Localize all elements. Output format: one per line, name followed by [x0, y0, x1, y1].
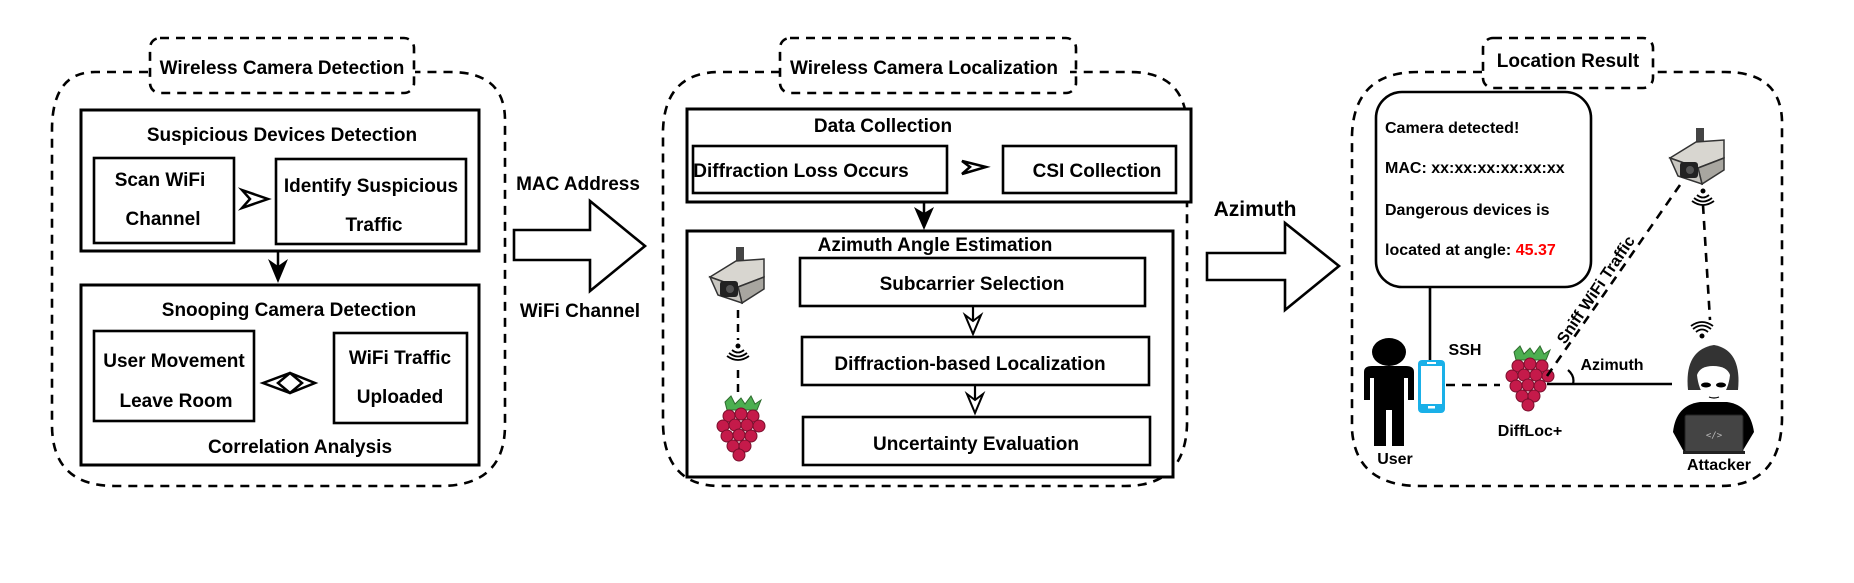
localization-panel-border — [661, 70, 1189, 488]
localization-title: Wireless Camera Localization — [790, 58, 1058, 79]
diffraction-localization-box — [800, 335, 1151, 387]
mac-wifi-connector: MAC Address WiFi Channel — [512, 174, 648, 322]
localization-panel: Wireless Camera Localization Data Collec… — [661, 36, 1193, 488]
correlation-analysis-label: Correlation Analysis — [208, 437, 392, 458]
identify-traffic-box — [274, 157, 468, 246]
angle-value: 45.37 — [1516, 242, 1556, 259]
arrow-right-icon — [237, 187, 272, 211]
user-movement-line1: User Movement — [103, 351, 245, 372]
azimuth-connector: Azimuth — [1205, 198, 1342, 313]
diffraction-loss-box — [691, 144, 949, 195]
suspicious-devices-title: Suspicious Devices Detection — [147, 125, 417, 146]
diffloc-label: DiffLoc+ — [1498, 423, 1562, 440]
located-angle-prefix: located at angle: — [1385, 242, 1516, 259]
hacker-icon: </> — [1673, 345, 1754, 454]
azimuth-connector-label: Azimuth — [1214, 198, 1297, 221]
detection-panel: Wireless Camera Detection Suspicious Dev… — [50, 36, 507, 488]
localization-title-box — [778, 36, 1078, 95]
bidirectional-arrow-icon — [259, 371, 319, 395]
ssh-label: SSH — [1449, 342, 1482, 359]
user-movement-line2: Leave Room — [120, 391, 233, 412]
raspberry-pi-icon — [1505, 345, 1555, 412]
user-movement-box — [92, 329, 256, 423]
identify-traffic-line1: Identify Suspicious — [284, 176, 458, 197]
detection-panel-border — [50, 70, 507, 488]
wifi-traffic-line1: WiFi Traffic — [349, 348, 452, 369]
azimuth-label: Azimuth — [1580, 357, 1643, 374]
mac-address-label: MAC Address — [516, 174, 640, 195]
sniff-traffic-line — [1545, 184, 1682, 377]
large-arrow-right-icon — [1205, 220, 1342, 313]
scan-wifi-line1: Scan WiFi — [115, 170, 206, 191]
diffraction-localization-label: Diffraction-based Localization — [834, 354, 1105, 375]
smartphone-icon — [1418, 360, 1445, 413]
scan-wifi-line2: Channel — [126, 209, 201, 230]
csi-collection-box — [1001, 144, 1178, 195]
identify-traffic-line2: Traffic — [345, 215, 402, 236]
arrow-right-icon — [961, 159, 991, 176]
subcarrier-selection-label: Subcarrier Selection — [880, 274, 1065, 295]
located-angle-text: located at angle: 45.37 — [1385, 242, 1556, 259]
result-panel: Location Result Camera detected! MAC: xx… — [1350, 36, 1784, 488]
wifi-signal-icon — [1691, 187, 1715, 206]
dangerous-devices-text: Dangerous devices is — [1385, 202, 1550, 219]
uncertainty-evaluation-box — [801, 415, 1152, 467]
diffraction-loss-label: Diffraction Loss Occurs — [693, 161, 908, 182]
arrow-down-icon — [962, 311, 984, 337]
camera-detected-text: Camera detected! — [1385, 120, 1519, 137]
csi-collection-label: CSI Collection — [1033, 161, 1162, 182]
wifi-traffic-box — [332, 331, 469, 425]
security-camera-icon — [1669, 127, 1725, 185]
arrow-down-icon — [268, 259, 288, 283]
result-title-box — [1481, 36, 1655, 90]
svg-text:</>: </> — [1706, 431, 1723, 441]
arrow-down-icon — [914, 207, 934, 230]
detection-title-box — [148, 36, 416, 95]
result-message-bubble — [1374, 90, 1593, 289]
detection-title: Wireless Camera Detection — [160, 58, 405, 79]
wifi-channel-label: WiFi Channel — [520, 301, 640, 322]
azimuth-angle-arc — [1567, 369, 1575, 385]
large-arrow-right-icon — [512, 198, 648, 294]
mac-text: MAC: xx:xx:xx:xx:xx:xx — [1385, 160, 1565, 177]
user-label: User — [1377, 451, 1413, 468]
uncertainty-evaluation-label: Uncertainty Evaluation — [873, 434, 1079, 455]
camera-attacker-link — [1701, 204, 1712, 321]
result-title: Location Result — [1497, 51, 1640, 72]
azimuth-estimation-title: Azimuth Angle Estimation — [818, 235, 1053, 256]
data-collection-title: Data Collection — [814, 116, 952, 137]
attacker-label: Attacker — [1687, 457, 1751, 474]
wifi-traffic-line2: Uploaded — [357, 387, 444, 408]
scan-wifi-box — [92, 156, 236, 245]
subcarrier-selection-box — [798, 256, 1147, 308]
wifi-signal-icon — [1690, 321, 1714, 340]
person-icon — [1364, 338, 1414, 446]
arrow-down-icon — [964, 390, 986, 416]
result-panel-border — [1350, 70, 1784, 488]
snooping-camera-title: Snooping Camera Detection — [162, 300, 416, 321]
